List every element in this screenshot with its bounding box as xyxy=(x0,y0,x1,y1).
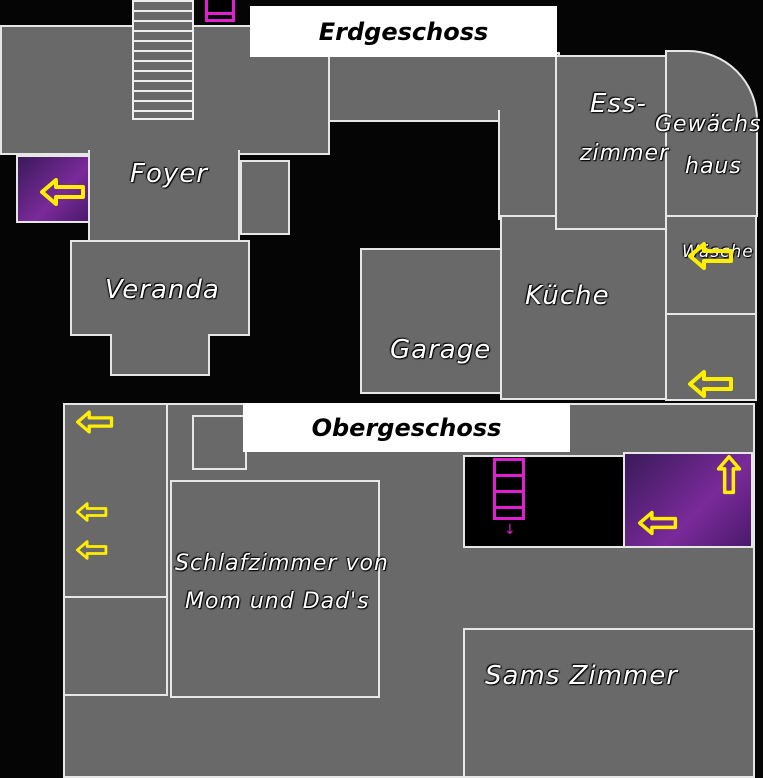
kueche-label: Küche xyxy=(525,281,610,311)
utility-room xyxy=(665,313,757,401)
pink-stairs-upper xyxy=(493,458,525,520)
corridor-down xyxy=(498,110,560,220)
arrow-left-icon xyxy=(40,178,85,206)
garage-room xyxy=(360,248,502,394)
veranda-label: Veranda xyxy=(105,275,220,305)
esszimmer-label-1: Ess- xyxy=(590,89,647,119)
arrow-left-icon xyxy=(76,540,108,560)
arrow-up-icon xyxy=(716,455,742,495)
upper-floor-title: Obergeschoss xyxy=(243,403,570,452)
schlafzimmer-label-2: Mom und Dad's xyxy=(185,589,370,614)
esszimmer-label-2: zimmer xyxy=(580,141,670,166)
sams-zimmer-label: Sams Zimmer xyxy=(485,661,678,691)
ground-floor-title: Erdgeschoss xyxy=(250,6,557,57)
esszimmer-room xyxy=(555,55,667,230)
schlafzimmer-room xyxy=(170,480,380,698)
veranda-lower xyxy=(110,334,210,376)
garage-label: Garage xyxy=(390,335,492,365)
foyer-lower xyxy=(88,150,240,242)
ground-stairs xyxy=(132,0,194,120)
stair-void xyxy=(463,455,625,548)
foyer-label: Foyer xyxy=(130,159,208,189)
waesche-room xyxy=(665,215,757,315)
schlafzimmer-label-1: Schlafzimmer von xyxy=(175,551,389,576)
stairs-down-arrow-icon: ↓ xyxy=(504,522,516,538)
upper-left-rooms xyxy=(63,403,168,598)
arrow-left-icon xyxy=(638,510,678,536)
arrow-left-icon xyxy=(76,410,114,434)
arrow-left-icon xyxy=(688,370,733,398)
arrow-left-icon xyxy=(688,242,733,270)
purple-room-upper xyxy=(623,452,753,548)
arrow-left-icon xyxy=(76,502,108,522)
gewaechshaus-room xyxy=(665,50,758,217)
upper-left-lower xyxy=(63,596,168,696)
sams-zimmer-room xyxy=(463,628,755,778)
closet xyxy=(192,415,247,470)
gewaechshaus-label-1: Gewächs xyxy=(655,112,762,137)
pink-stairs-top xyxy=(205,0,235,22)
foyer-closet xyxy=(240,160,290,235)
gewaechshaus-label-2: haus xyxy=(685,154,742,179)
